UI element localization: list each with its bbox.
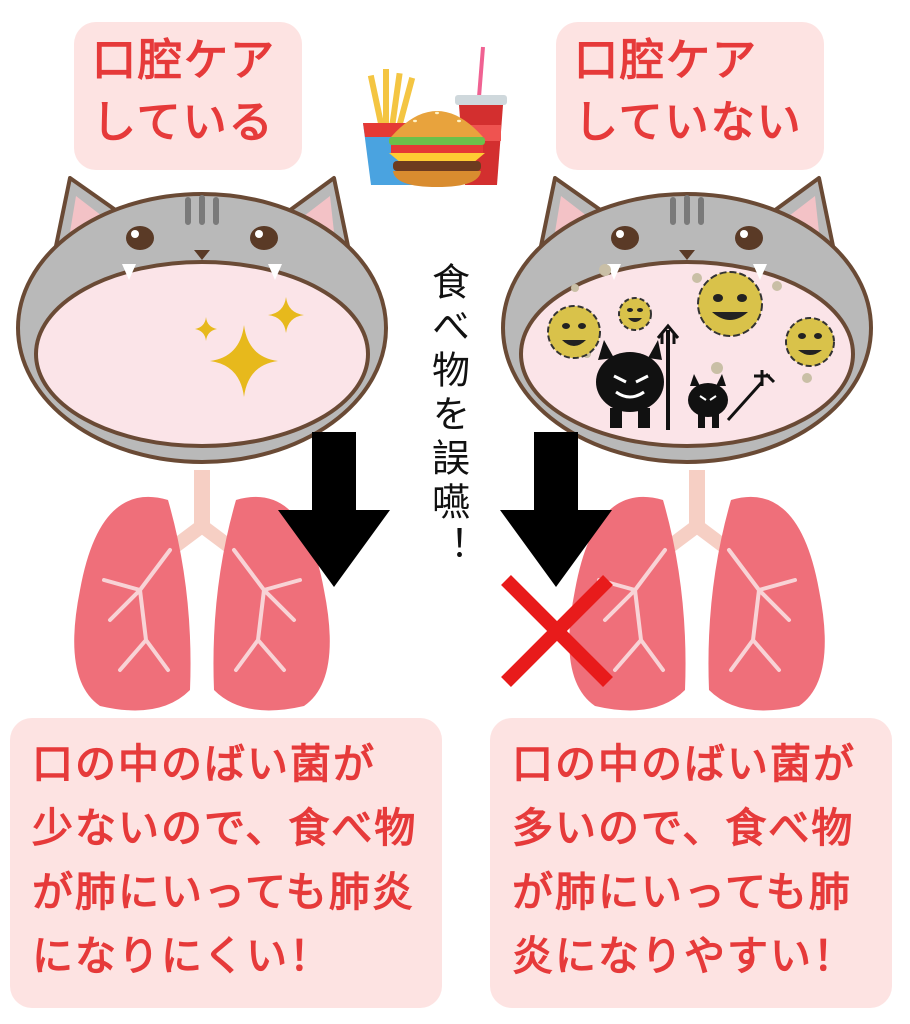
description-left-line-1: 口の中のばい菌が — [32, 740, 376, 788]
title-left-line-1: 口腔ケア — [92, 35, 276, 86]
sparkle-icon — [195, 297, 304, 397]
lungs-left-icon — [74, 470, 330, 711]
description-left-line-2: 少ないので、食べ物 — [32, 804, 418, 852]
middle-label: 食べ物を誤嚥！ — [425, 262, 470, 570]
title-left-box: 口腔ケア している — [74, 22, 302, 170]
cross-icon — [501, 575, 613, 687]
description-right-line-2: 多いので、食べ物 — [512, 804, 855, 852]
title-right-box: 口腔ケア していない — [556, 22, 824, 170]
lungs-right-icon — [569, 470, 825, 711]
burger-icon — [389, 111, 485, 187]
description-right-line-1: 口の中のばい菌が — [512, 740, 856, 788]
description-left-box: 口の中のばい菌が 少ないので、食べ物 が肺にいっても肺炎 になりにくい！ — [10, 718, 442, 1008]
description-right-box: 口の中のばい菌が 多いので、食べ物 が肺にいっても肺 炎になりやすい！ — [490, 718, 892, 1008]
arrow-down-right-icon — [500, 432, 612, 587]
devil-icon — [596, 323, 776, 430]
title-right-line-2: していない — [574, 97, 803, 148]
fast-food-icon — [363, 46, 507, 187]
arrow-down-left-icon — [278, 432, 390, 587]
description-left-line-3: が肺にいっても肺炎 — [32, 868, 415, 916]
description-left-line-4: になりにくい！ — [32, 932, 333, 980]
description-right-line-3: が肺にいっても肺 — [512, 868, 852, 916]
title-right-line-1: 口腔ケア — [574, 35, 758, 86]
title-left-line-2: している — [92, 97, 275, 148]
description-right-line-4: 炎になりやすい！ — [512, 932, 856, 980]
germ-icon — [547, 271, 835, 367]
